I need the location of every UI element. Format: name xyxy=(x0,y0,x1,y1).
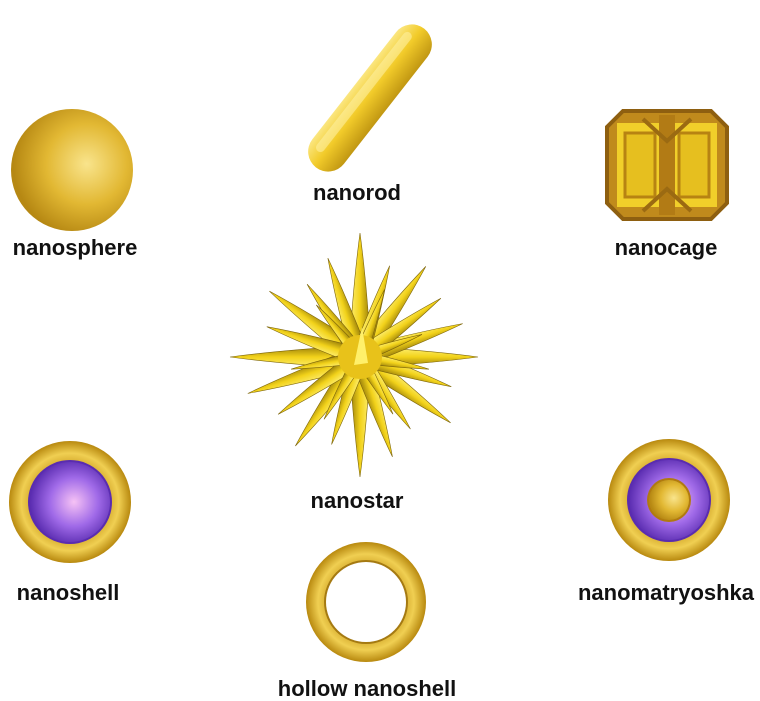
nanostar-shape xyxy=(220,245,500,485)
nanorod-shape xyxy=(288,10,448,170)
nanostar-label: nanostar xyxy=(311,488,404,514)
nanoshell-shape xyxy=(8,440,133,565)
nanosphere-label: nanosphere xyxy=(13,235,138,261)
nanosphere-shape xyxy=(10,108,135,233)
nanocage-shape xyxy=(603,105,731,223)
nanoshell-label: nanoshell xyxy=(17,580,120,606)
hollow-nanoshell-label: hollow nanoshell xyxy=(278,676,456,701)
nanomatryoshka-label: nanomatryoshka xyxy=(578,580,754,606)
nanocage-label: nanocage xyxy=(615,235,718,261)
nanomatryoshka-shape xyxy=(607,438,732,563)
hollow-nanoshell-shape xyxy=(304,540,428,664)
nanorod-label: nanorod xyxy=(313,180,401,206)
